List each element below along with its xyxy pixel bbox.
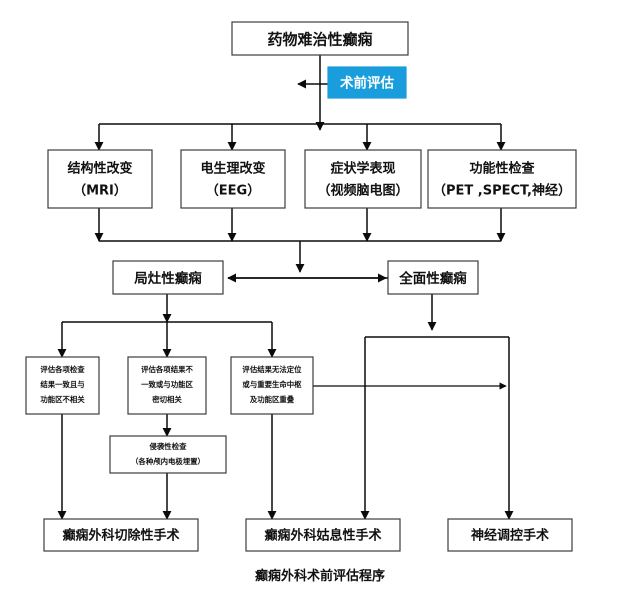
node-label-structural-line1: 结构性改变	[67, 161, 132, 177]
node-label-invasive-line1: 侵袭性检查	[149, 442, 188, 451]
edge-root-to-assessments	[94, 55, 506, 151]
node-label-criteria2-line1: 评估各项结果不	[141, 365, 193, 374]
node-neuromodulation-surgery[interactable]: 神经调控手术	[447, 518, 573, 552]
node-palliative-surgery[interactable]: 癫痫外科姑息性手术	[245, 518, 401, 552]
node-label-criteria3-line2: 或与重要生命中枢	[242, 380, 302, 389]
node-label-generalized: 全面性癫痫	[398, 270, 467, 287]
node-label-criteria1-line1: 评估各项检查	[40, 365, 85, 374]
node-label-root: 药物难治性癫痫	[267, 31, 372, 49]
node-generalized-epilepsy[interactable]: 全面性癫痫	[387, 260, 479, 295]
node-label-electro-line2: （EEG）	[206, 183, 260, 199]
node-label-criteria1-line2: 结果一致且与	[39, 380, 84, 389]
node-invasive-examination[interactable]: 侵袭性检查 （各种颅内电极埋置）	[109, 435, 227, 474]
node-functional-examination[interactable]: 功能性检查 （PET ,SPECT,神经）	[427, 149, 577, 209]
edge-assessments-to-classify	[94, 208, 506, 273]
node-label-criteria1-line3: 功能区不相关	[40, 395, 85, 404]
node-label-functional-line1: 功能性检查	[469, 161, 535, 177]
node-label-preop: 术前评估	[340, 75, 394, 92]
node-label-criteria2-line2: 一致或与功能区	[141, 380, 193, 389]
node-label-functional-line2: （PET ,SPECT,神经）	[433, 183, 571, 199]
node-resective-surgery[interactable]: 癫痫外科切除性手术	[43, 518, 199, 552]
node-structural-change[interactable]: 结构性改变 （MRI）	[47, 149, 153, 209]
node-semiology[interactable]: 症状学表现 （视频脑电图）	[304, 149, 422, 209]
node-label-outcome2: 癫痫外科姑息性手术	[264, 528, 381, 544]
node-label-semiology-line2: （视频脑电图）	[317, 183, 408, 199]
node-criteria-nonlocalizable[interactable]: 评估结果无法定位 或与重要生命中枢 及功能区重叠	[230, 356, 314, 415]
edge-generalized-to-outcomes	[360, 294, 514, 520]
node-label-focal: 局灶性癫痫	[134, 270, 202, 287]
node-preoperative-evaluation[interactable]: 术前评估	[327, 66, 407, 99]
node-label-electro-line1: 电生理改变	[200, 161, 265, 177]
diagram-caption: 癫痫外科术前评估程序	[255, 568, 385, 584]
node-label-semiology-line1: 症状学表现	[330, 161, 395, 177]
node-label-criteria2-line3: 密切相关	[151, 395, 182, 404]
node-label-criteria3-line3: 及功能区重叠	[250, 395, 295, 404]
node-label-outcome3: 神经调控手术	[471, 528, 549, 544]
node-electrophysiological-change[interactable]: 电生理改变 （EEG）	[180, 149, 286, 209]
node-label-criteria3-line1: 评估结果无法定位	[242, 365, 302, 374]
node-criteria-concordant[interactable]: 评估各项检查 结果一致且与 功能区不相关	[25, 356, 100, 415]
node-drug-resistant-epilepsy[interactable]: 药物难治性癫痫	[231, 21, 409, 56]
node-label-invasive-line2: （各种颅内电极埋置）	[131, 457, 205, 466]
node-criteria-discordant[interactable]: 评估各项结果不 一致或与功能区 密切相关	[127, 356, 207, 415]
edge-focal-to-criteria	[57, 294, 277, 358]
node-label-outcome1: 癫痫外科切除性手术	[62, 528, 179, 544]
node-label-structural-line2: （MRI）	[73, 183, 127, 199]
node-focal-epilepsy[interactable]: 局灶性癫痫	[112, 260, 224, 295]
